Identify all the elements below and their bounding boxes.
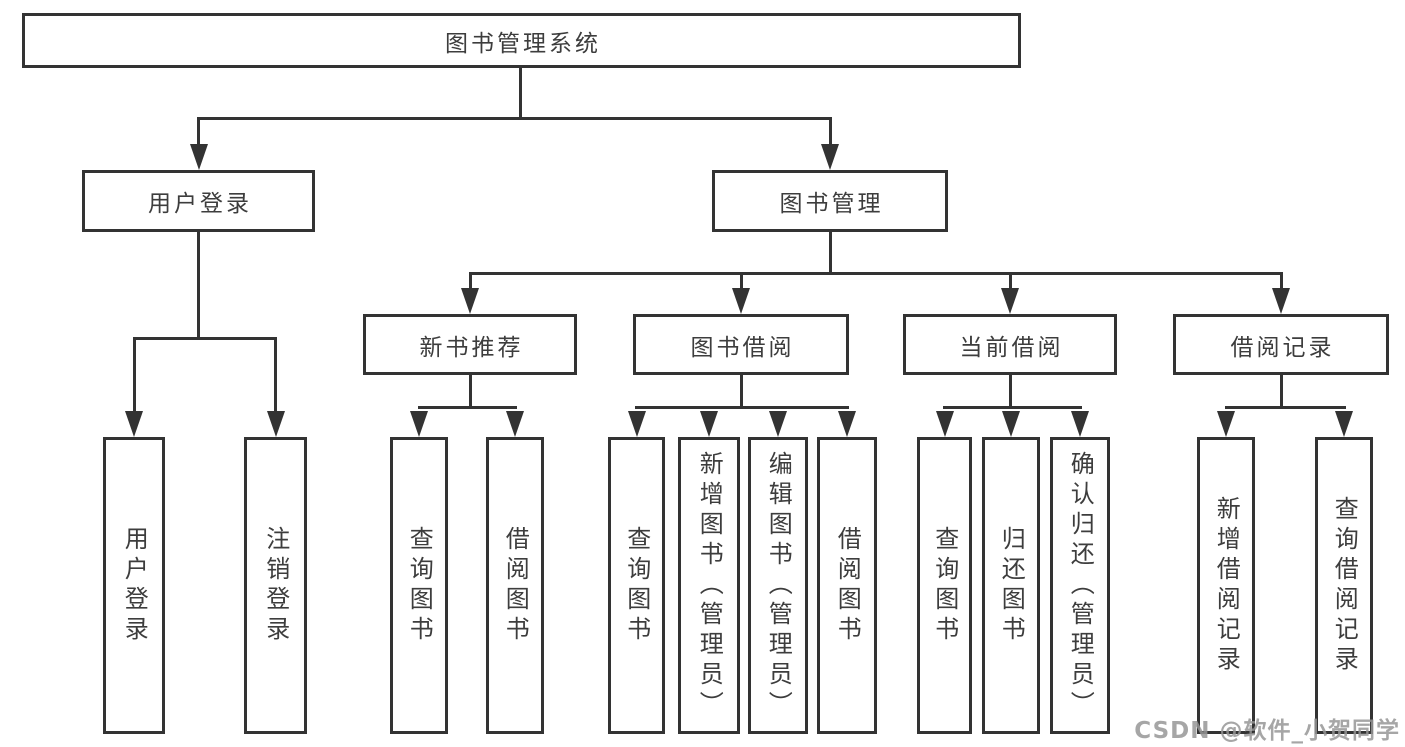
node-label: 确认归还（管理员） [1066,450,1095,721]
node-label: 归还图书 [997,525,1026,646]
leaf-query-books-1: 查询图书 [390,437,448,734]
node-label: 用户登录 [148,191,252,217]
node-label: 借阅记录 [1230,334,1335,361]
leaf-query-books-2: 查询图书 [608,437,665,734]
leaf-query-books-3: 查询图书 [917,437,972,734]
leaf-logout: 注销登录 [244,437,307,734]
connector-book-management-bar [469,272,1282,275]
leaf-add-borrow-record: 新增借阅记录 [1197,437,1255,734]
connector-to-leaf-logout [274,337,277,415]
connector-to-book-borrow [740,272,743,292]
arrow-down-current-borrow [1001,288,1019,314]
connector-user-login-stub [197,232,200,337]
arrow-down-user-login [190,144,208,170]
leaf-add-books-admin: 新增图书（管理员） [678,437,740,734]
connector-to-current-borrow [1009,272,1012,292]
connector-to-leaf-user-login [133,337,136,415]
node-label: 新增图书（管理员） [695,450,724,721]
arrow-down-add-borrow-record [1217,411,1235,437]
connector-current-borrow-bar [943,406,1082,409]
leaf-query-borrow-record: 查询借阅记录 [1315,437,1373,734]
connector-book-management-stub [829,232,832,272]
node-library-management-system: 图书管理系统 [22,13,1021,68]
node-current-borrow: 当前借阅 [903,314,1117,375]
connector-to-user-login [197,117,200,150]
arrow-down-book-borrow [732,288,750,314]
node-book-management: 图书管理 [712,170,948,232]
node-label: 查询图书 [930,525,959,646]
arrow-down-borrow-books-1 [506,411,524,437]
node-label: 当前借阅 [959,334,1064,361]
node-label: 新增借阅记录 [1212,495,1241,676]
node-book-borrow: 图书借阅 [633,314,849,375]
arrow-down-confirm-return [1071,411,1089,437]
arrow-down-leaf-user-login [125,411,143,437]
arrow-down-leaf-logout [267,411,285,437]
arrow-down-query-books-1 [410,411,428,437]
node-label: 查询图书 [622,525,651,646]
node-user-login: 用户登录 [82,170,315,232]
connector-new-book-bar [418,406,517,409]
arrow-down-borrow-books-2 [838,411,856,437]
connector-new-book-stub [469,375,472,408]
leaf-return-books: 归还图书 [982,437,1040,734]
node-label: 图书借阅 [690,334,795,361]
connector-borrow-records-stub [1280,375,1283,408]
arrow-down-book-management [821,144,839,170]
node-label: 编辑图书（管理员） [764,450,793,721]
node-label: 用户登录 [120,525,149,646]
node-label: 借阅图书 [501,525,530,646]
connector-to-borrow-records [1280,272,1283,292]
arrow-down-query-borrow-record [1335,411,1353,437]
arrow-down-query-books-2 [628,411,646,437]
node-label: 图书管理系统 [445,30,601,57]
connector-root-stub [519,67,522,118]
node-new-book-recommend: 新书推荐 [363,314,577,375]
node-label: 新书推荐 [419,334,524,361]
connector-to-book-management [829,117,832,150]
connector-book-borrow-stub [740,375,743,408]
connector-user-login-bar [133,337,276,340]
arrow-down-add-books [700,411,718,437]
connector-to-new-book [469,272,472,292]
node-label: 查询借阅记录 [1330,495,1359,676]
arrow-down-borrow-records [1272,288,1290,314]
node-label: 图书管理 [779,191,884,217]
leaf-confirm-return-admin: 确认归还（管理员） [1050,437,1110,734]
node-label: 查询图书 [405,525,434,646]
node-label: 借阅图书 [833,525,862,646]
arrow-down-query-books-3 [936,411,954,437]
leaf-user-login: 用户登录 [103,437,165,734]
connector-borrow-records-bar [1225,406,1346,409]
connector-root-bar [197,117,831,120]
node-label: 注销登录 [261,525,290,646]
connector-current-borrow-stub [1009,375,1012,408]
node-borrow-records: 借阅记录 [1173,314,1389,375]
csdn-watermark: CSDN @软件_小贺同学 [1134,718,1400,744]
leaf-edit-books-admin: 编辑图书（管理员） [748,437,808,734]
leaf-borrow-books-1: 借阅图书 [486,437,544,734]
arrow-down-edit-books [769,411,787,437]
leaf-borrow-books-2: 借阅图书 [817,437,877,734]
arrow-down-new-book [461,288,479,314]
arrow-down-return-books [1002,411,1020,437]
connector-book-borrow-bar [635,406,849,409]
